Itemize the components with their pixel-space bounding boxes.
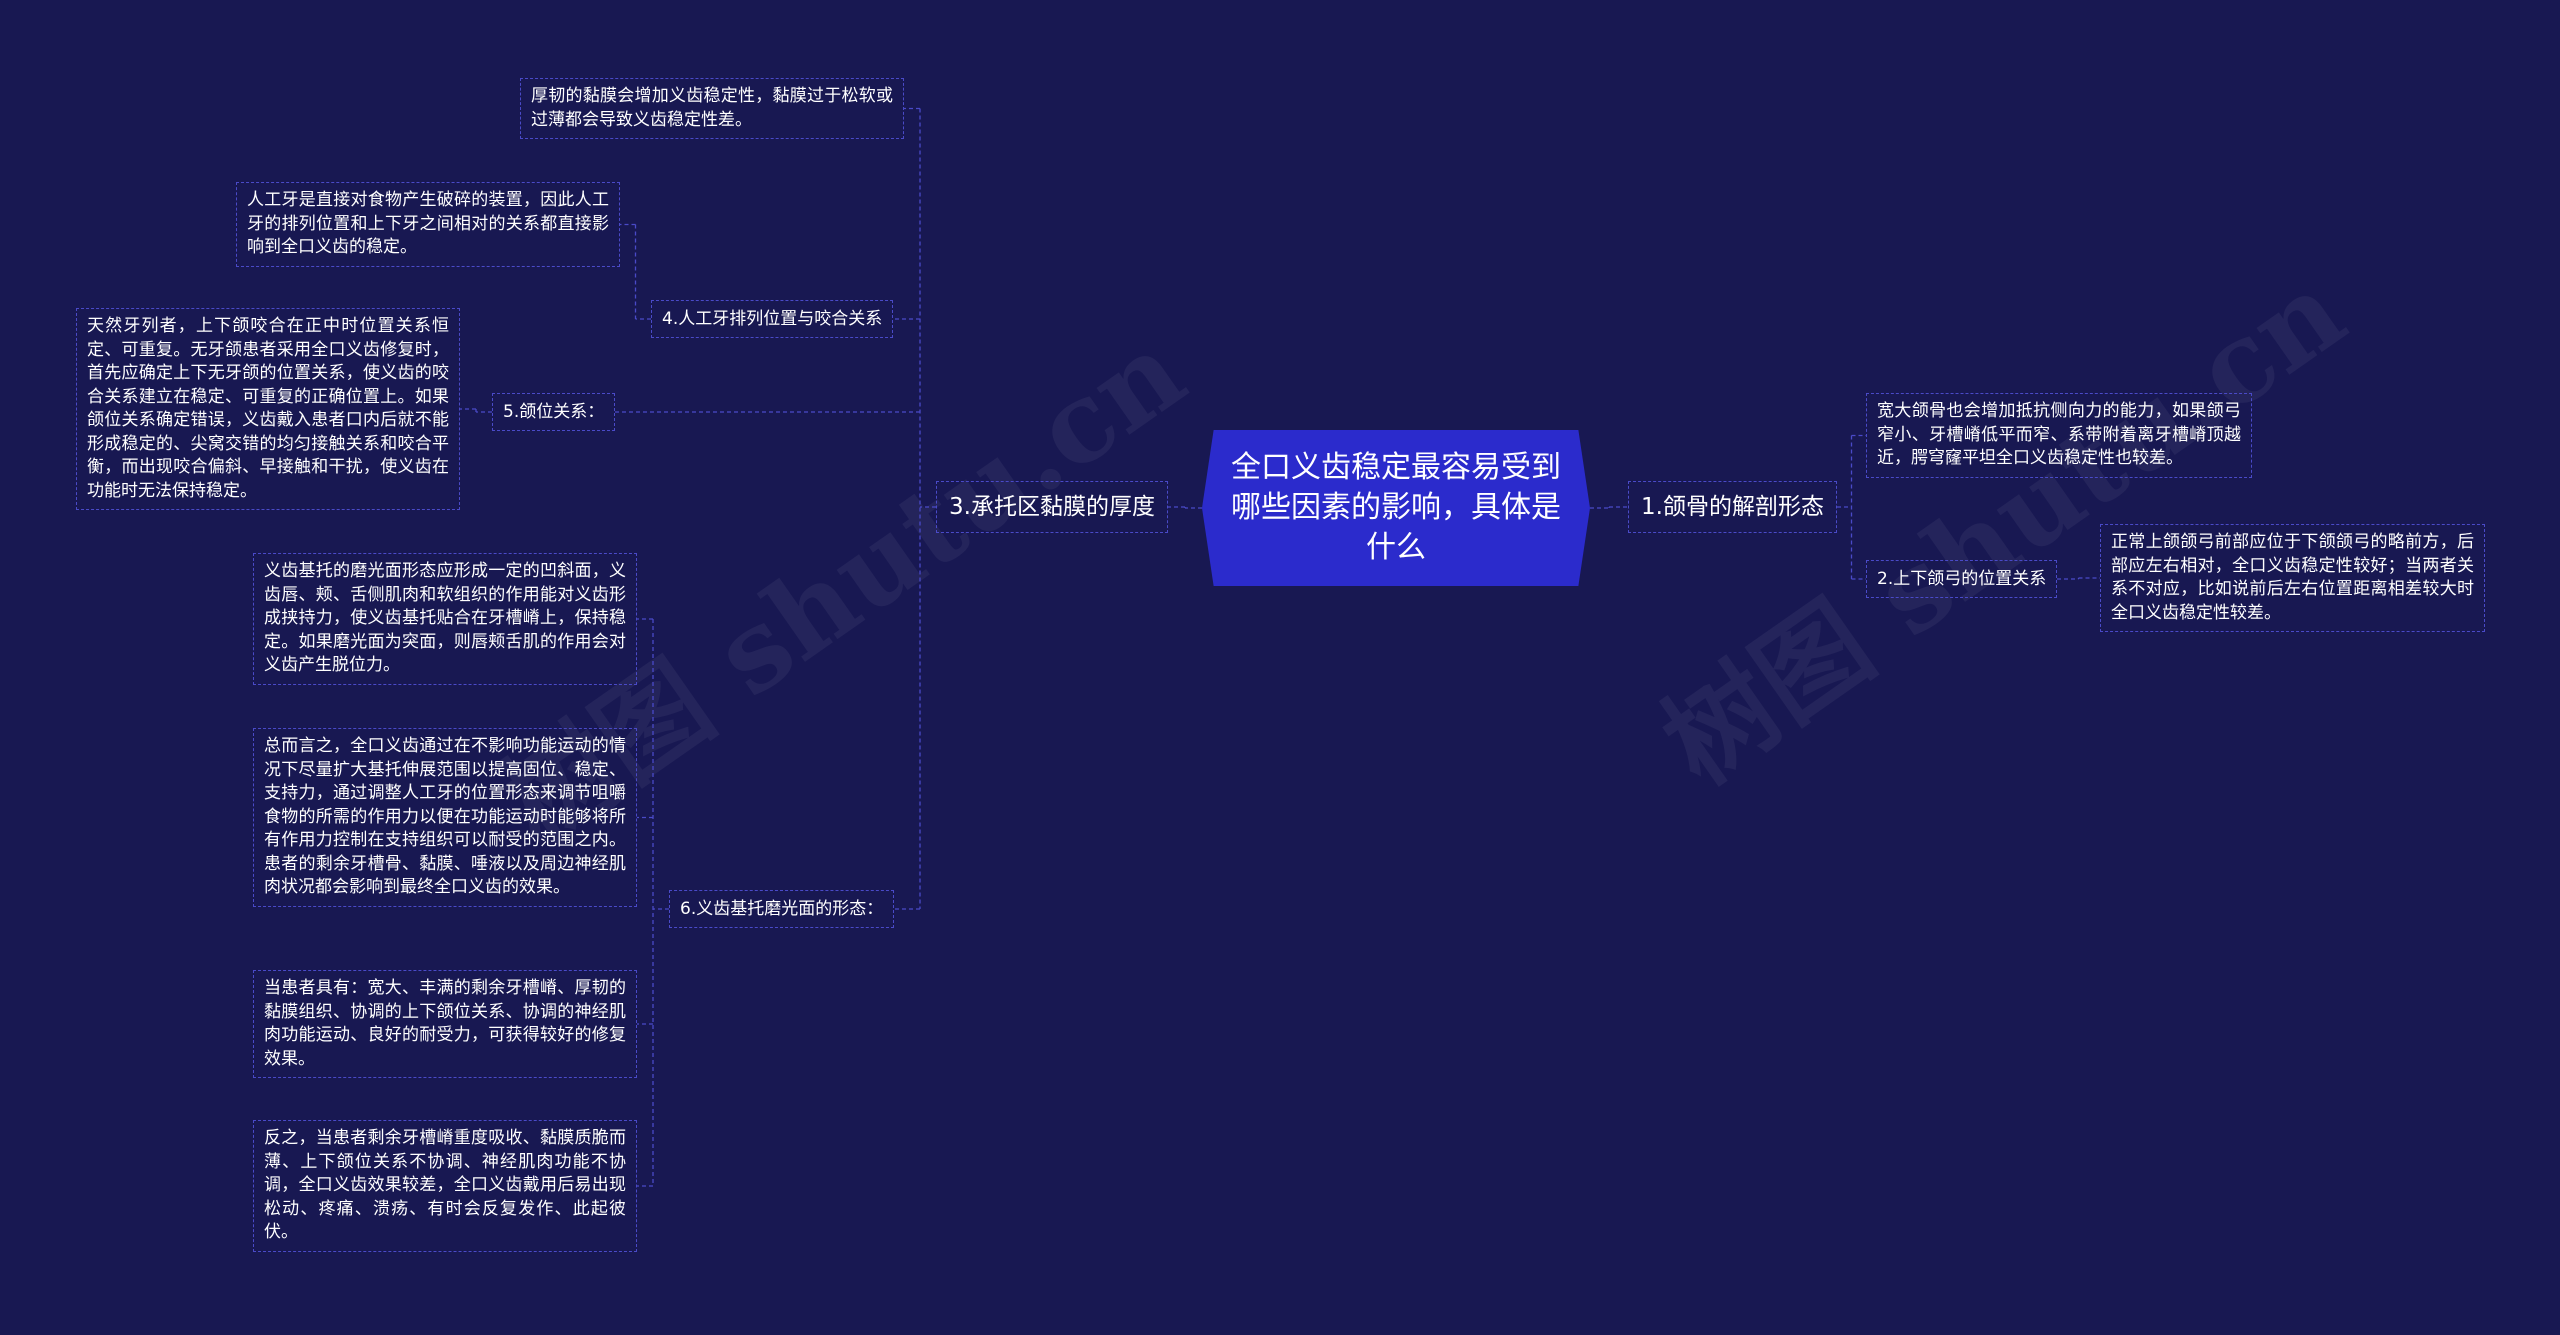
leaf-wide-jaw[interactable]: 宽大颌骨也会增加抵抗侧向力的能力，如果颌弓窄小、牙槽嵴低平而窄、系带附着离牙槽嵴… — [1866, 393, 2252, 478]
leaf-polished-surface[interactable]: 义齿基托的磨光面形态应形成一定的凹斜面，义齿唇、颊、舌侧肌肉和软组织的作用能对义… — [253, 553, 637, 685]
branch-artificial-teeth[interactable]: 4.人工牙排列位置与咬合关系 — [651, 300, 894, 338]
leaf-poor-conditions[interactable]: 反之，当患者剩余牙槽嵴重度吸收、黏膜质脆而薄、上下颌位关系不协调、神经肌肉功能不… — [253, 1120, 637, 1252]
branch-mucosa-thickness[interactable]: 3.承托区黏膜的厚度 — [936, 481, 1168, 533]
leaf-good-conditions[interactable]: 当患者具有：宽大、丰满的剩余牙槽嵴、厚韧的黏膜组织、协调的上下颌位关系、协调的神… — [253, 970, 637, 1078]
leaf-artificial-teeth[interactable]: 人工牙是直接对食物产生破碎的装置，因此人工牙的排列位置和上下牙之间相对的关系都直… — [236, 182, 620, 267]
leaf-jaw-relation[interactable]: 天然牙列者，上下颌咬合在正中时位置关系恒定、可重复。无牙颌患者采用全口义齿修复时… — [76, 308, 460, 510]
branch-polished-surface[interactable]: 6.义齿基托磨光面的形态： — [669, 890, 895, 928]
leaf-mucosa[interactable]: 厚韧的黏膜会增加义齿稳定性，黏膜过于松软或过薄都会导致义齿稳定性差。 — [520, 78, 904, 139]
leaf-arch-relation[interactable]: 正常上颌颌弓前部应位于下颌颌弓的略前方，后部应左右相对，全口义齿稳定性较好；当两… — [2100, 524, 2485, 632]
branch-jaw-relation[interactable]: 5.颌位关系： — [492, 393, 616, 431]
branch-jaw-anatomy[interactable]: 1.颌骨的解剖形态 — [1628, 481, 1837, 533]
branch-arch-position[interactable]: 2.上下颌弓的位置关系 — [1866, 560, 2058, 598]
leaf-summary[interactable]: 总而言之，全口义齿通过在不影响功能运动的情况下尽量扩大基托伸展范围以提高固位、稳… — [253, 728, 637, 907]
root-topic[interactable]: 全口义齿稳定最容易受到哪些因素的影响，具体是什么 — [1202, 430, 1590, 586]
